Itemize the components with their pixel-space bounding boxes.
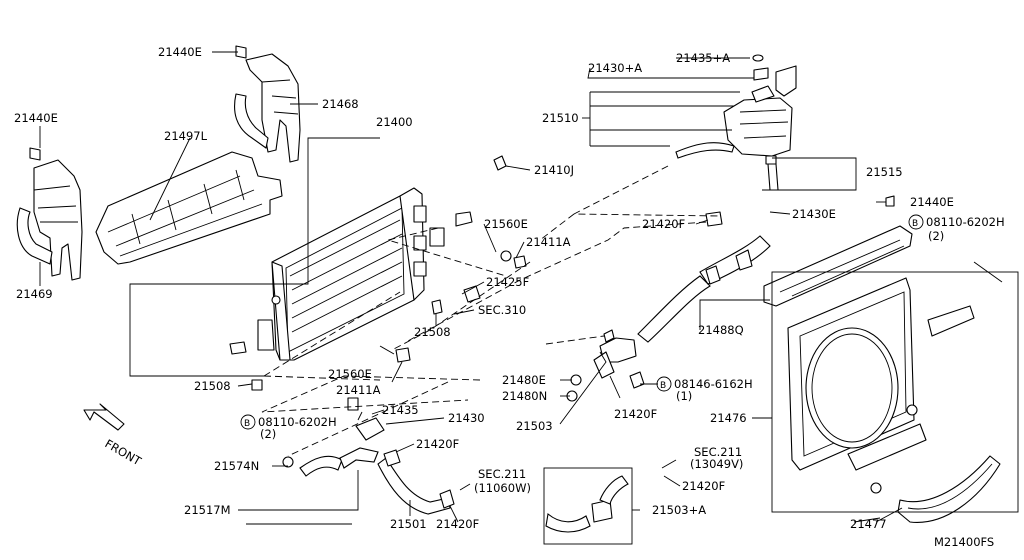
radiator-21400 (257, 187, 473, 361)
callout-21480n: 21480N (502, 389, 547, 403)
callout-21420f-b: 21420F (614, 407, 657, 421)
lower-hoses (282, 397, 455, 515)
callout-21430: 21430 (448, 411, 485, 425)
callout-21440e-a: 21440E (158, 45, 202, 59)
thermostat-housing-21503 (566, 329, 645, 402)
callout-08110-b-qty: (2) (260, 427, 276, 441)
callout-21515: 21515 (866, 165, 903, 179)
callout-21468: 21468 (322, 97, 359, 111)
callout-sec211-a-ref: (11060W) (474, 481, 531, 495)
lower-shroud-21477 (897, 455, 1001, 523)
callout-21488q: 21488Q (698, 323, 744, 337)
fasteners-radiator (229, 155, 527, 391)
callout-21410j: 21410J (534, 163, 574, 177)
callout-21477: 21477 (850, 517, 887, 531)
callout-21400: 21400 (376, 115, 413, 129)
callout-21517m: 21517M (184, 503, 231, 517)
upper-hose (637, 211, 771, 343)
callout-21560e-b: 21560E (328, 367, 372, 381)
callout-sec211-b-ref: (13049V) (690, 457, 743, 471)
callout-21560e-a: 21560E (484, 217, 528, 231)
callout-08146-qty: (1) (676, 389, 692, 403)
callout-21469: 21469 (16, 287, 53, 301)
front-arrow: FRONT (83, 403, 145, 469)
seal-21497l (95, 151, 283, 265)
callout-21503-plus-a: 21503+A (652, 503, 706, 517)
callout-21420f-c: 21420F (416, 437, 459, 451)
detail-box-21503-a (543, 467, 633, 545)
callout-21476: 21476 (710, 411, 747, 425)
callout-21508-b: 21508 (194, 379, 231, 393)
callout-21435: 21435 (382, 403, 419, 417)
bolt-symbols: B B B (240, 214, 924, 430)
callout-08110-a: 08110-6202H (926, 215, 1005, 229)
callout-sec211-a: SEC.211 (478, 467, 526, 481)
callout-21440e-c: 21440E (910, 195, 954, 209)
callout-21440e-b: 21440E (14, 111, 58, 125)
fan-shroud-assembly-21476 (763, 195, 975, 494)
callout-08110-b: 08110-6202H (258, 415, 337, 429)
callout-21480e: 21480E (502, 373, 546, 387)
bolt-symbol-1: B (912, 219, 918, 229)
bolt-symbol-2: B (660, 381, 666, 391)
callout-21425f: 21425F (486, 275, 529, 289)
callout-21510: 21510 (542, 111, 579, 125)
callout-21435-plus-a: 21435+A (676, 51, 730, 65)
callout-21420f-e: 21420F (682, 479, 725, 493)
leader-lines (39, 51, 1003, 525)
callout-21411a-b: 21411A (336, 383, 381, 397)
air-guide-left-21469 (16, 147, 83, 281)
diagram-code: M21400FS (934, 535, 994, 549)
callout-labels: 21440E 21468 21440E 21497L 21469 21400 2… (14, 45, 1005, 549)
callout-sec211-b: SEC.211 (694, 445, 742, 459)
callout-08110-a-qty: (2) (928, 229, 944, 243)
callout-sec310: SEC.310 (478, 303, 526, 317)
callout-08146: 08146-6162H (674, 377, 753, 391)
callout-21430-plus-a: 21430+A (588, 61, 642, 75)
callout-21411a-a: 21411A (526, 235, 571, 249)
air-guide-upper-21468 (234, 45, 301, 163)
dashed-guides (261, 165, 721, 457)
callout-21503: 21503 (516, 419, 553, 433)
callout-21420f-a: 21420F (642, 217, 685, 231)
reservoir-tank-21510 (675, 54, 797, 191)
callout-21501: 21501 (390, 517, 427, 531)
callout-21420f-d: 21420F (436, 517, 479, 531)
callout-21497l: 21497L (164, 129, 208, 143)
callout-21430e: 21430E (792, 207, 836, 221)
callout-21574n: 21574N (214, 459, 259, 473)
callout-21508-a: 21508 (414, 325, 451, 339)
front-label: FRONT (103, 436, 145, 468)
bolt-symbol-3: B (244, 419, 250, 429)
